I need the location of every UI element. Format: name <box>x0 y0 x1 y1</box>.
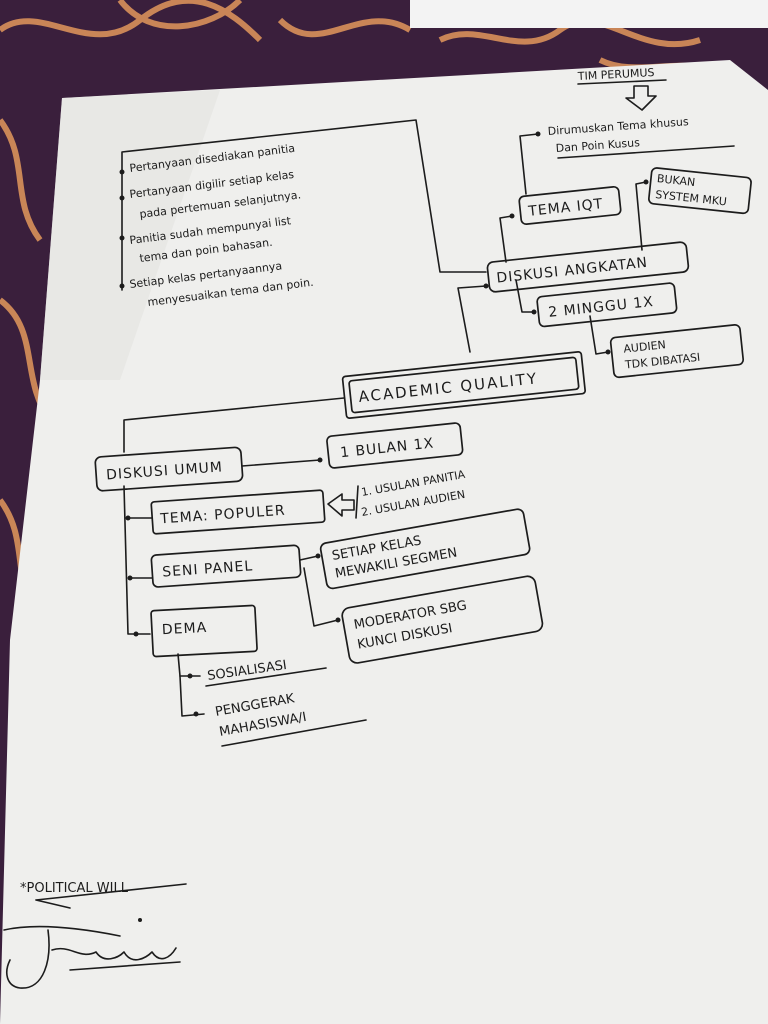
paper-sheet <box>0 60 768 1024</box>
audien-box <box>609 324 745 379</box>
diskusi-umum-box <box>94 446 244 492</box>
audien-line-1: AUDIEN <box>623 338 667 355</box>
paper-shadow <box>40 90 220 380</box>
dema-label: DEMA <box>162 620 208 638</box>
political-will-text: *POLITICAL WILL <box>20 881 129 896</box>
tim-perumus-text: TIM PERUMUS <box>576 66 654 83</box>
bukan-box <box>648 167 752 215</box>
white-card <box>410 0 768 28</box>
moderator-box <box>341 575 544 664</box>
tema-iqt-label: TEMA IQT <box>527 196 604 220</box>
setiap-kelas-box <box>319 508 531 590</box>
bukan-line-1: BUKAN <box>656 172 696 189</box>
arrow-left-icon <box>327 493 355 517</box>
seni-panel-box <box>150 544 302 588</box>
political-underline <box>35 883 187 909</box>
dema-box <box>150 604 258 658</box>
notes-bracket <box>121 119 487 291</box>
minggu-box <box>536 282 678 328</box>
seni-panel-label: SENI PANEL <box>162 558 254 580</box>
handwritten-signature <box>3 925 177 989</box>
tema-iqt-box <box>518 185 622 225</box>
tema-populer-box <box>150 489 326 535</box>
down-arrow-icon <box>625 85 657 111</box>
dirumuskan-line-2: Dan Poin Kusus <box>555 136 640 155</box>
diskusi-angkatan-box <box>486 241 690 293</box>
bulan-box <box>326 422 464 469</box>
